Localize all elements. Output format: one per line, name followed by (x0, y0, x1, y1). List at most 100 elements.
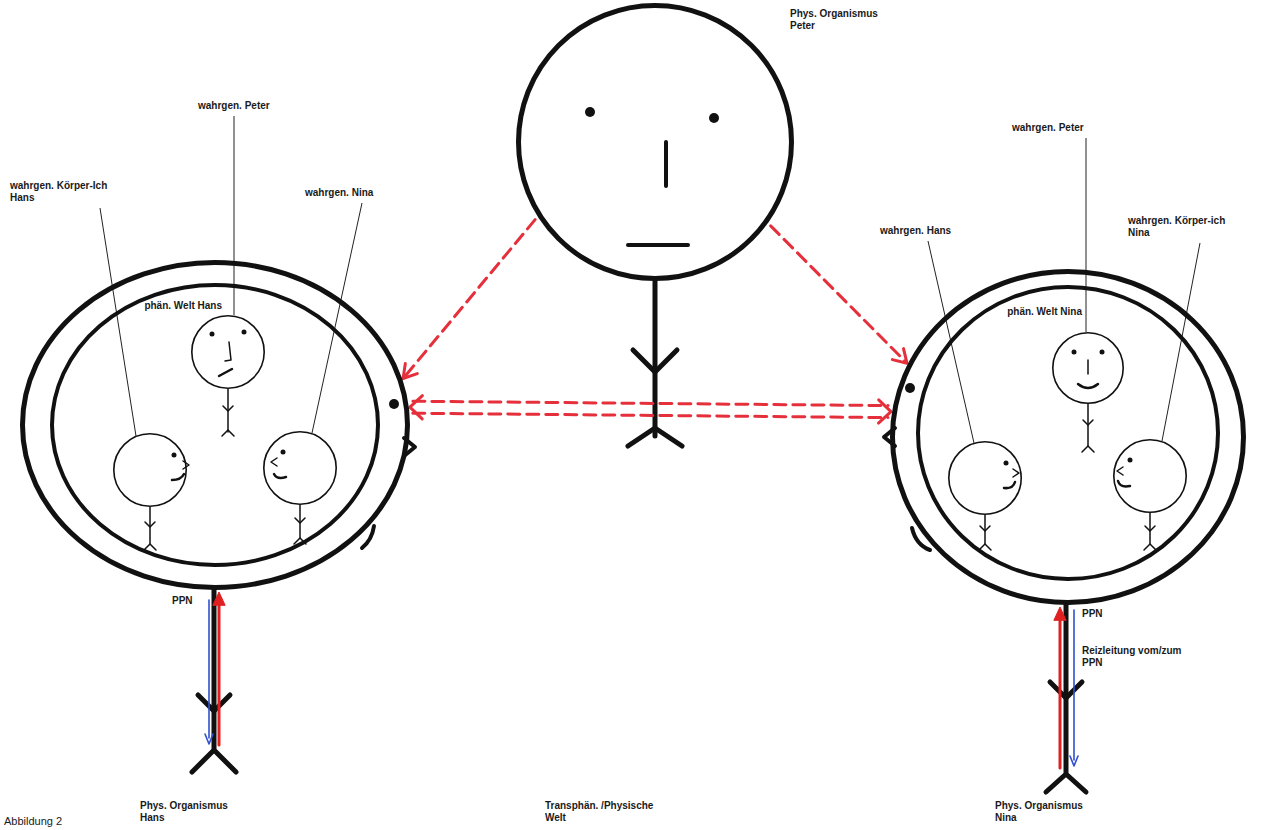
body-chevron (1083, 420, 1093, 425)
perceived-label: wahrgen. Peter (198, 100, 270, 112)
outline-ellipse (264, 432, 336, 504)
arrow-head (1054, 607, 1066, 620)
leader-line (1086, 138, 1087, 332)
efferent-arrow (1073, 610, 1075, 760)
outline-ellipse (519, 6, 792, 279)
perceived-label: wahrgen. Körper-Ich Hans (10, 180, 120, 204)
eye-dot (172, 453, 177, 458)
perceived-body-self: wahrgen. Körper-ich Nina (1113, 439, 1187, 513)
figure-nina (884, 383, 1086, 792)
dashed-line (771, 226, 905, 361)
shape-outline (916, 285, 1220, 581)
connector (771, 226, 907, 363)
world-label: phän. Welt Nina (1000, 306, 1082, 318)
shape-outline (948, 441, 1022, 515)
organism-head: Phys. Organismus Ninaphän. Welt Ninawahr… (890, 269, 1246, 605)
legs (1144, 544, 1156, 550)
perceived-label: wahrgen. Nina (305, 187, 373, 199)
perceived-label: wahrgen. Peter (1012, 122, 1084, 134)
eye-dot (1072, 350, 1077, 355)
eye-dot (905, 383, 915, 393)
shape-outline (113, 433, 187, 507)
body-line (653, 281, 658, 436)
connector (410, 396, 891, 423)
legs (222, 430, 234, 436)
world-label: Transphän. /Physische Welt (545, 800, 665, 824)
outline-ellipse (918, 287, 1218, 579)
outline-ellipse (893, 272, 1244, 603)
shape-outline (1113, 439, 1187, 513)
mouth-arc (274, 474, 286, 478)
arrow-head (403, 364, 417, 379)
shape-outline (50, 283, 380, 567)
nose-mark (1013, 469, 1019, 477)
body-chevron (145, 522, 155, 527)
eye-dot (210, 332, 215, 337)
perceived-person: wahrgen. Nina (263, 431, 337, 505)
body-chevron (1050, 682, 1082, 698)
arrow-head (879, 400, 892, 423)
body-chevron (295, 518, 305, 523)
ppn-label: PPN (1082, 608, 1103, 620)
eye-dot (242, 330, 247, 335)
legs (1046, 774, 1086, 792)
arrow-head (1070, 756, 1078, 766)
mouth-arc (1078, 384, 1098, 388)
organism-label: Phys. Organismus Hans (140, 800, 240, 824)
mouth-line (219, 369, 232, 376)
efferent-arrow (208, 600, 210, 738)
outline-ellipse (23, 263, 408, 588)
perceived-figures-nina (979, 350, 1156, 551)
organism-label: Phys. Organismus Nina (995, 800, 1095, 824)
body-chevron (1145, 526, 1155, 531)
eye-dot (585, 107, 595, 117)
nose-line (1087, 360, 1089, 374)
nose-line (664, 142, 668, 186)
dashed-line (413, 401, 888, 405)
perceived-label: wahrgen. Hans (880, 225, 951, 237)
body-line (212, 590, 217, 748)
figure-number: Abbildung 2 (4, 814, 62, 828)
eye-dot (1004, 461, 1009, 466)
body-line (1064, 605, 1069, 772)
outline-ellipse (1114, 440, 1186, 512)
perceived-body-self: wahrgen. Körper-Ich Hans (113, 433, 187, 507)
organism-label: Phys. Organismus Peter (790, 8, 890, 32)
phenomenal-world: phän. Welt Hanswahrgen. Peterwahrgen. Kö… (50, 283, 380, 567)
organism-head: Phys. Organismus Hansphän. Welt Hanswahr… (20, 260, 410, 590)
outline-ellipse (1053, 333, 1123, 403)
nose-mark (1117, 467, 1123, 475)
outline-ellipse (52, 285, 378, 565)
legs (192, 750, 236, 772)
mouth-arc (1118, 481, 1130, 486)
body-chevron (633, 350, 677, 372)
nose-mark (271, 458, 277, 466)
mouth-arc (172, 474, 184, 480)
outline-ellipse (949, 442, 1021, 514)
shape-outline (191, 315, 265, 389)
arrow-head (205, 734, 213, 744)
shape-outline (263, 431, 337, 505)
perceived-figures-hans (144, 330, 306, 551)
body-chevron (198, 695, 230, 711)
eye-dot (1100, 350, 1105, 355)
perceived-label: wahrgen. Körper-ich Nina (1128, 215, 1233, 239)
outline-ellipse (192, 316, 264, 388)
mouth-arc (1004, 482, 1015, 488)
connector (403, 220, 535, 379)
afferent-arrow (218, 602, 221, 745)
shape-outline (516, 3, 794, 281)
organism-circle: Phys. Organismus Peter (516, 3, 794, 281)
conduction-label: Reizleitung vom/zum PPN (1082, 645, 1190, 669)
perceived-person: wahrgen. Peter (191, 315, 265, 389)
mouth-line (628, 243, 688, 247)
eye-dot (281, 450, 286, 455)
afferent-arrow (1059, 620, 1062, 768)
eye-dot (709, 113, 719, 123)
legs (144, 544, 156, 550)
dashed-line (405, 220, 535, 377)
phenomenal-world: phän. Welt Ninawahrgen. Peterwahrgen. Ha… (916, 285, 1220, 581)
eye-dot (1128, 458, 1133, 463)
